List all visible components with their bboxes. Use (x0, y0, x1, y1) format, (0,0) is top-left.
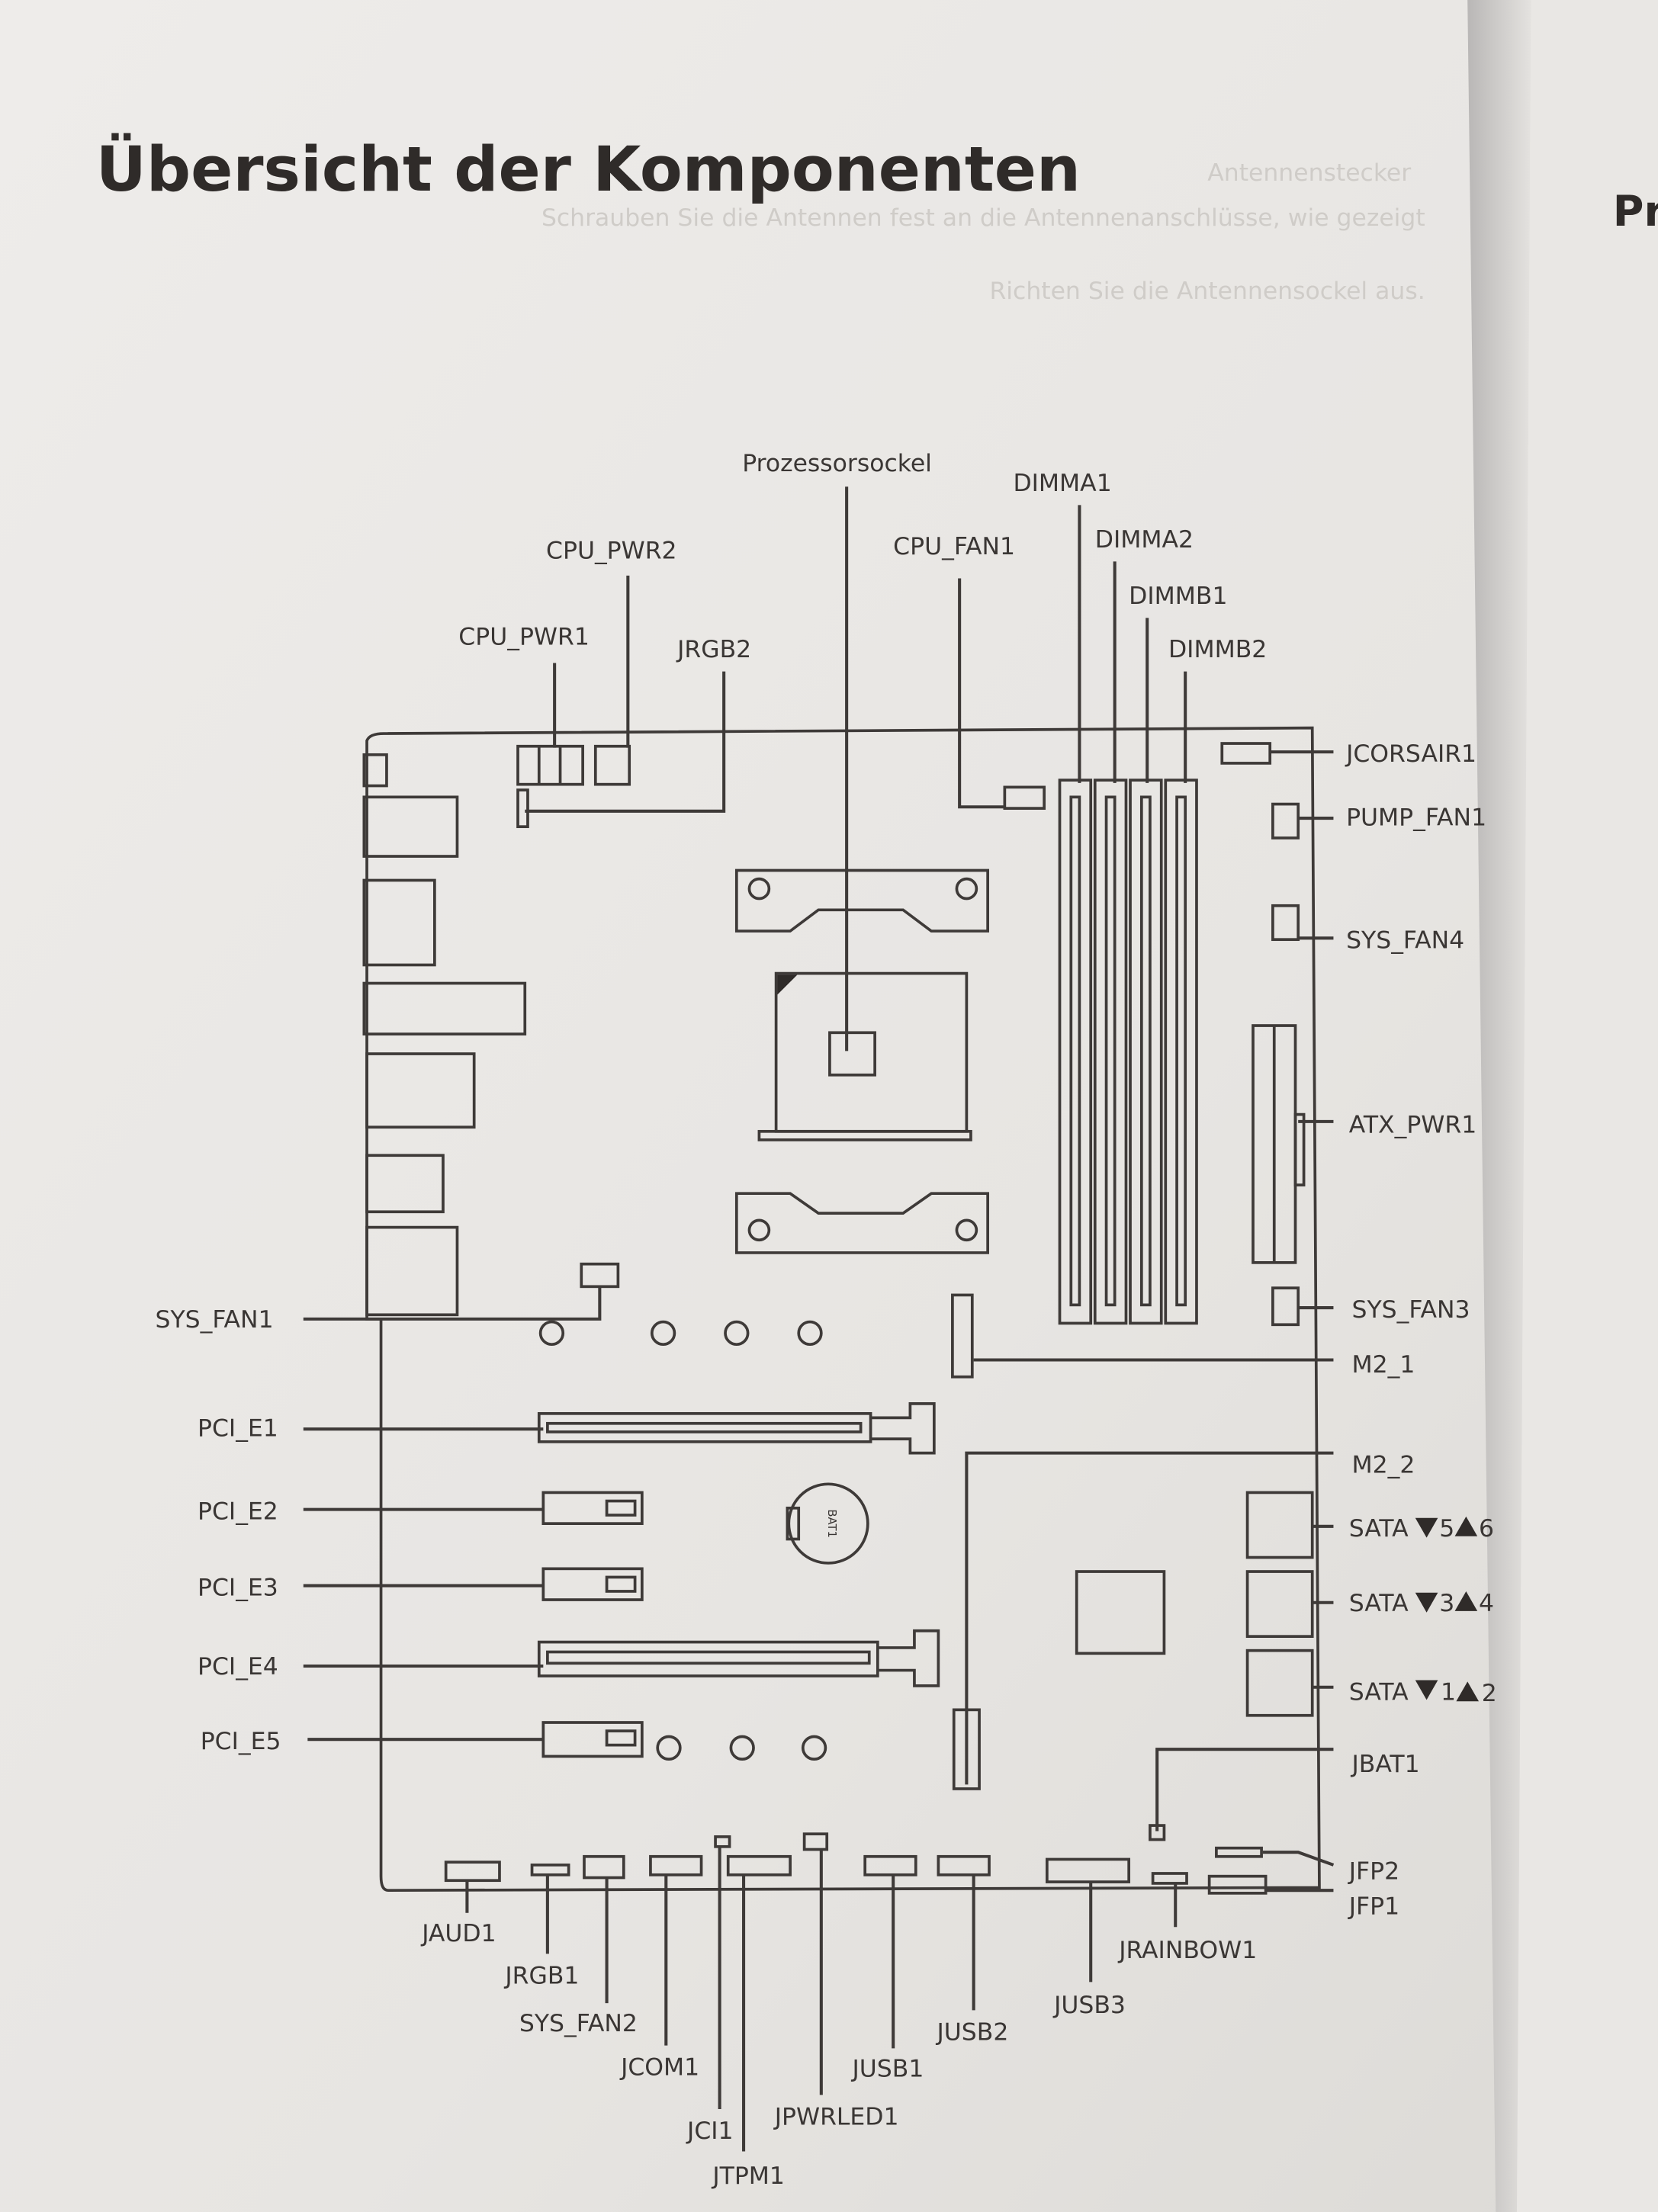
label-jtpm1: JTPM1 (711, 2162, 785, 2190)
label-jusb1: JUSB1 (851, 2055, 924, 2082)
label-sata-3-4: SATA 3 4 (1349, 1590, 1494, 1617)
label-sata-1-2: SATA 1 2 (1349, 1678, 1497, 1707)
label-dimmb2: DIMMB2 (1168, 636, 1267, 663)
label-atx-pwr1: ATX_PWR1 (1349, 1112, 1476, 1139)
label-m2-1: M2_1 (1352, 1351, 1415, 1379)
label-jcom1: JCOM1 (619, 2054, 699, 2082)
next-page-fragment: Pr (1613, 187, 1658, 236)
triangle-up-icon (1456, 1681, 1480, 1702)
label-jci1: JCI1 (686, 2117, 734, 2145)
sata-port-a: 1 (1441, 1678, 1456, 1706)
label-jbat1: JBAT1 (1351, 1751, 1420, 1778)
label-jrgb2: JRGB2 (676, 636, 751, 663)
show-through-line: Antennenstecker (1207, 159, 1411, 187)
label-pci-e5: PCI_E5 (201, 1728, 281, 1755)
show-through-line: Schrauben Sie die Antennen fest an die A… (541, 204, 1425, 232)
label-pump-fan1: PUMP_FAN1 (1346, 804, 1486, 831)
label-sys-fan1: SYS_FAN1 (156, 1306, 274, 1334)
sata-prefix: SATA (1349, 1590, 1409, 1617)
label-jusb2: JUSB2 (936, 2018, 1009, 2046)
label-pci-e1: PCI_E1 (198, 1414, 278, 1442)
triangle-up-icon (1454, 1591, 1478, 1611)
label-pci-e4: PCI_E4 (198, 1653, 278, 1681)
triangle-down-icon (1415, 1680, 1438, 1700)
label-pci-e3: PCI_E3 (198, 1574, 278, 1601)
label-jfp1: JFP1 (1348, 1893, 1399, 1921)
sata-port-a: 5 (1439, 1515, 1454, 1543)
label-prozessorsockel: Prozessorsockel (742, 450, 932, 477)
label-m2-2: M2_2 (1352, 1452, 1415, 1479)
label-sys-fan3: SYS_FAN3 (1352, 1296, 1470, 1324)
triangle-down-icon (1415, 1592, 1438, 1613)
label-jfp2: JFP2 (1348, 1857, 1399, 1885)
motherboard-outline: BAT1 (362, 726, 1321, 1895)
label-dimma2: DIMMA2 (1095, 526, 1194, 554)
triangle-down-icon (1415, 1517, 1438, 1538)
label-sys-fan4: SYS_FAN4 (1346, 926, 1464, 954)
label-jaud1: JAUD1 (420, 1920, 496, 1947)
label-cpu-fan1: CPU_FAN1 (893, 533, 1015, 560)
battery-label: BAT1 (825, 1509, 838, 1538)
page-fold-shadow (1467, 0, 1531, 2212)
label-cpu-pwr2: CPU_PWR2 (546, 538, 677, 565)
sata-port-b: 6 (1479, 1515, 1494, 1543)
sata-prefix: SATA (1349, 1678, 1409, 1706)
label-jpwrled1: JPWRLED1 (773, 2103, 899, 2130)
label-jrainbow1: JRAINBOW1 (1117, 1937, 1257, 1964)
label-sys-fan2: SYS_FAN2 (519, 2010, 638, 2037)
label-sata-5-6: SATA 5 6 (1349, 1515, 1494, 1543)
label-jusb3: JUSB3 (1052, 1992, 1126, 2019)
triangle-up-icon (1454, 1516, 1478, 1536)
label-dimma1: DIMMA1 (1013, 470, 1111, 497)
sata-port-b: 2 (1482, 1680, 1497, 1707)
cpu-socket (828, 1031, 876, 1077)
label-jrgb1: JRGB1 (503, 1962, 579, 1989)
sata-port-a: 3 (1439, 1590, 1454, 1617)
label-cpu-pwr1: CPU_PWR1 (458, 624, 590, 651)
sata-prefix: SATA (1349, 1515, 1409, 1543)
sata-port-b: 4 (1479, 1590, 1494, 1617)
label-pci-e2: PCI_E2 (198, 1498, 278, 1526)
show-through-line: Richten Sie die Antennensockel aus. (989, 278, 1425, 305)
label-dimmb1: DIMMB1 (1129, 583, 1227, 610)
label-jcorsair1: JCORSAIR1 (1345, 740, 1476, 768)
leader-lines (303, 486, 1335, 2152)
page-title: Übersicht der Komponenten (96, 133, 1081, 206)
